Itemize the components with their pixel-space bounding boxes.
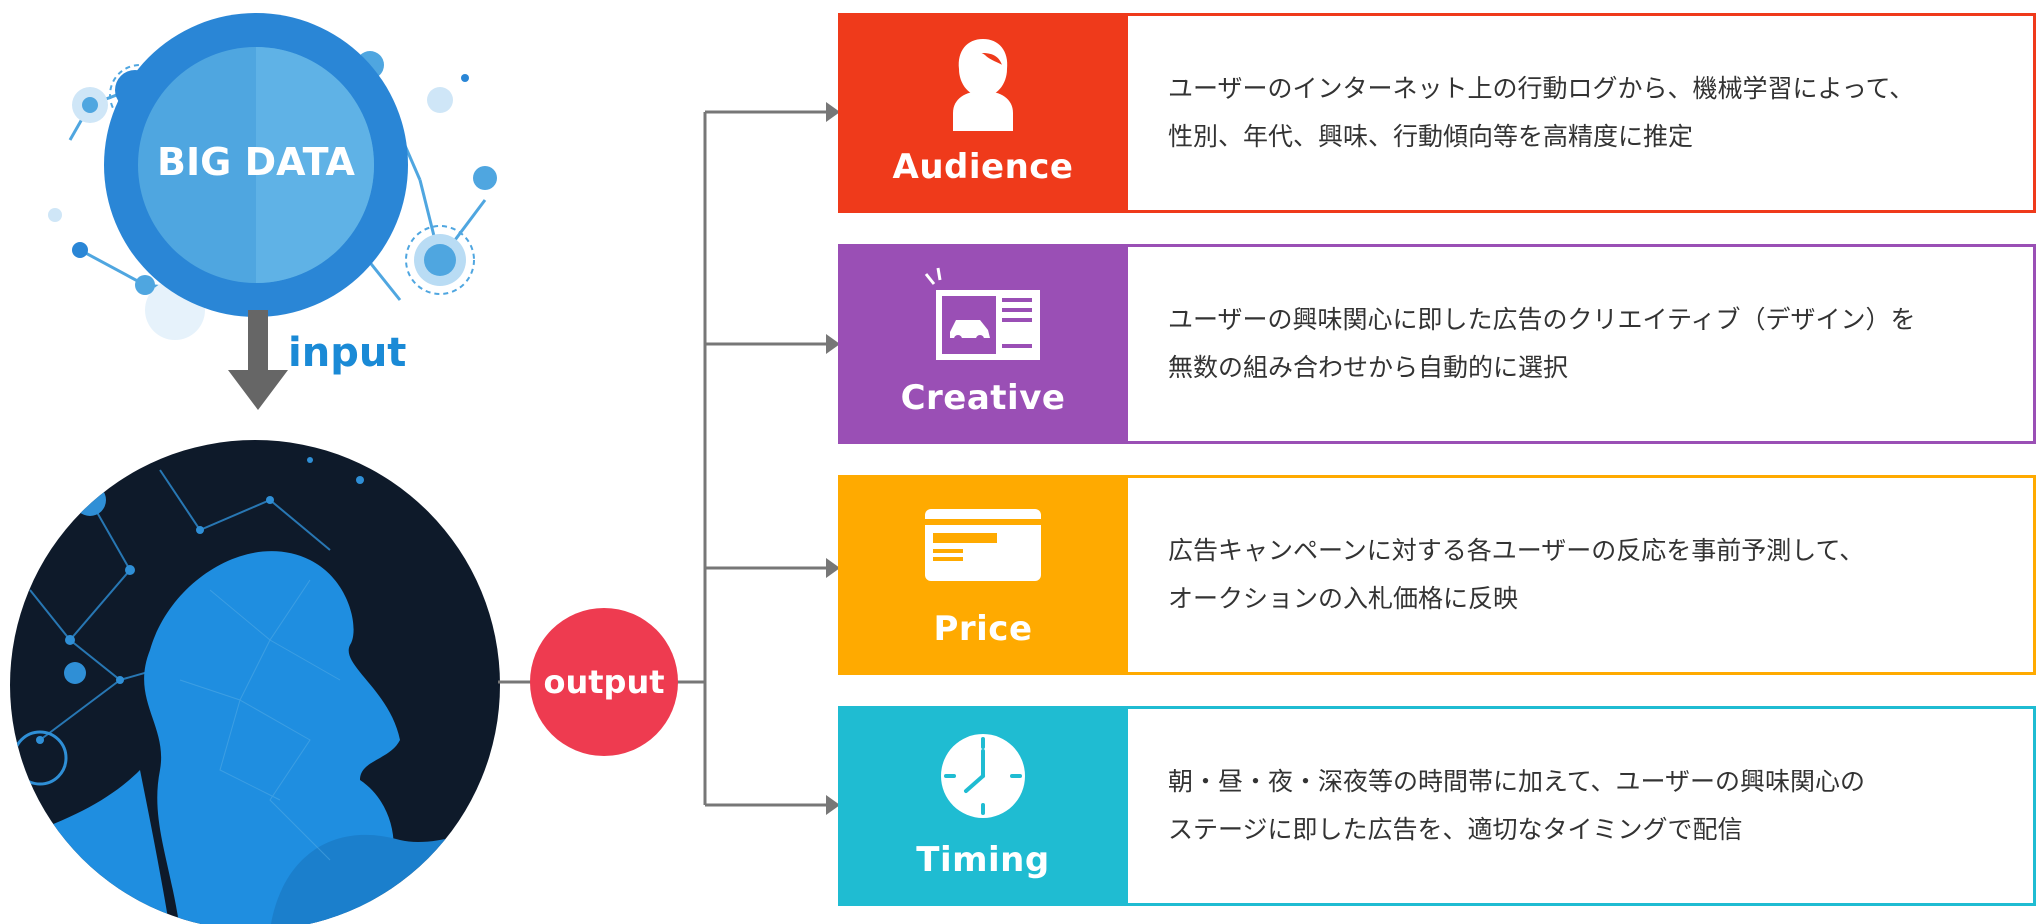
creative-line-2: 無数の組み合わせから自動的に選択 xyxy=(1168,353,1569,382)
creative-row: Creative ユーザーの興味関心に即した広告のクリエイティブ（デザイン）を … xyxy=(838,244,2036,444)
output-bubble: output xyxy=(530,608,678,756)
input-label: input xyxy=(288,330,407,376)
timing-description: 朝・昼・夜・深夜等の時間帯に加えて、ユーザーの興味関心の ステージに即した広告を… xyxy=(1168,709,2013,903)
creative-description: ユーザーの興味関心に即した広告のクリエイティブ（デザイン）を 無数の組み合わせか… xyxy=(1168,247,2013,441)
timing-row: Timing 朝・昼・夜・深夜等の時間帯に加えて、ユーザーの興味関心の ステージ… xyxy=(838,706,2036,906)
timing-line-2: ステージに即した広告を、適切なタイミングで配信 xyxy=(1168,815,1743,844)
price-label: Price xyxy=(933,609,1033,649)
audience-row: Audience ユーザーのインターネット上の行動ログから、機械学習によって、 … xyxy=(838,13,2036,213)
person-icon xyxy=(953,39,1013,131)
price-description: 広告キャンペーンに対する各ユーザーの反応を事前予測して、 オークションの入札価格… xyxy=(1168,478,2013,672)
price-row: Price 広告キャンペーンに対する各ユーザーの反応を事前予測して、 オークショ… xyxy=(838,475,2036,675)
timing-label: Timing xyxy=(916,840,1050,880)
audience-description: ユーザーのインターネット上の行動ログから、機械学習によって、 性別、年代、興味、… xyxy=(1168,16,2013,210)
audience-label: Audience xyxy=(892,147,1074,187)
clock-icon xyxy=(941,734,1025,818)
price-tile: Price xyxy=(838,475,1128,675)
output-label: output xyxy=(543,663,665,701)
audience-line-1: ユーザーのインターネット上の行動ログから、機械学習によって、 xyxy=(1168,74,1915,103)
creative-label: Creative xyxy=(900,378,1066,418)
bigdata-label: BIG DATA xyxy=(157,140,355,184)
audience-tile: Audience xyxy=(838,13,1128,213)
bigdata-graphic xyxy=(48,13,497,340)
price-line-2: オークションの入札価格に反映 xyxy=(1168,584,1519,613)
card-icon xyxy=(925,509,1041,581)
creative-line-1: ユーザーの興味関心に即した広告のクリエイティブ（デザイン）を xyxy=(1168,305,1916,334)
audience-line-2: 性別、年代、興味、行動傾向等を高精度に推定 xyxy=(1168,122,1694,151)
timing-tile: Timing xyxy=(838,706,1128,906)
input-arrow-icon xyxy=(228,310,288,410)
ai-head-graphic xyxy=(10,440,500,924)
car-ad-icon xyxy=(924,267,1040,360)
price-line-1: 広告キャンペーンに対する各ユーザーの反応を事前予測して、 xyxy=(1168,536,1865,565)
timing-line-1: 朝・昼・夜・深夜等の時間帯に加えて、ユーザーの興味関心の xyxy=(1168,767,1866,796)
creative-tile: Creative xyxy=(838,244,1128,444)
